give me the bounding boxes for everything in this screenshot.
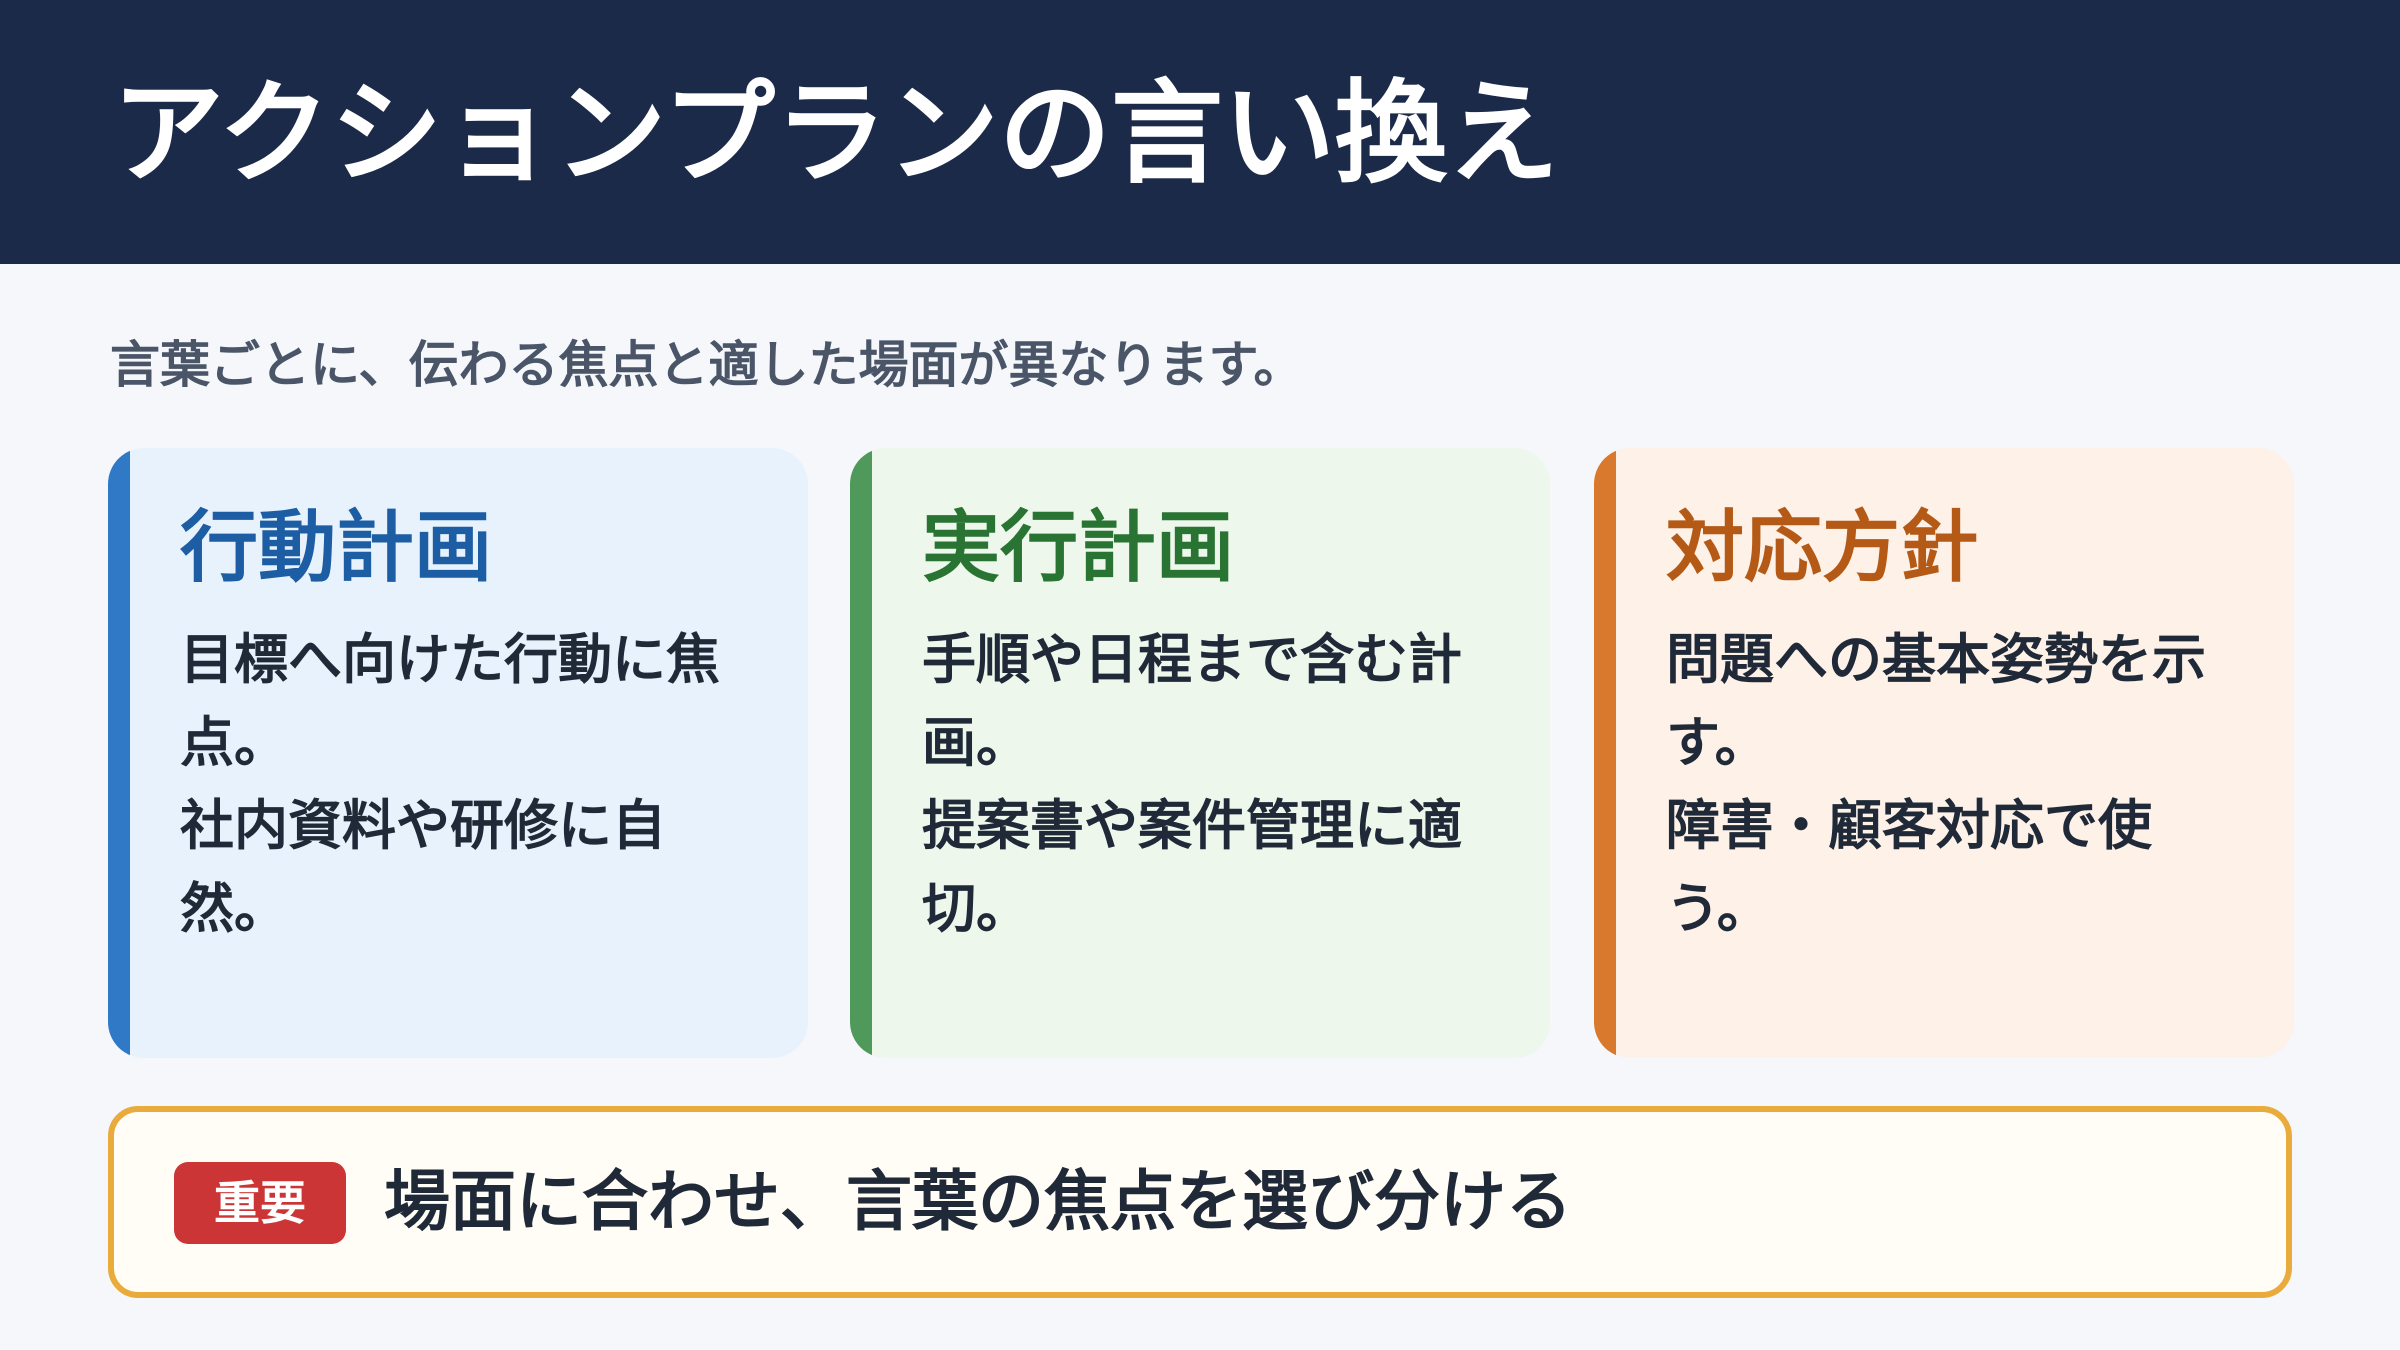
header-bar: アクションプランの言い換え (0, 0, 2400, 264)
card-body: 問題への基本姿勢を示す。 障害・顧客対応で使う。 (1666, 618, 2236, 950)
card-line: 手順や日程まで含む計画。 (922, 628, 1462, 774)
card-accent-bar (850, 448, 872, 1058)
card-body: 手順や日程まで含む計画。 提案書や案件管理に適切。 (922, 618, 1492, 950)
card-response-policy: 対応方針 問題への基本姿勢を示す。 障害・顧客対応で使う。 (1594, 448, 2294, 1058)
key-point-text: 場面に合わせ、言葉の焦点を選び分ける (384, 1163, 1572, 1240)
card-title: 行動計画 (180, 503, 493, 593)
card-line: 提案書や案件管理に適切。 (922, 794, 1462, 940)
card-action-plan: 行動計画 目標へ向けた行動に焦点。 社内資料や研修に自然。 (108, 448, 808, 1058)
card-body: 目標へ向けた行動に焦点。 社内資料や研修に自然。 (180, 618, 750, 950)
card-line: 障害・顧客対応で使う。 (1666, 794, 2152, 940)
page-title: アクションプランの言い換え (112, 69, 1560, 199)
key-point-box: 重要 場面に合わせ、言葉の焦点を選び分ける (108, 1106, 2292, 1298)
important-badge: 重要 (174, 1162, 346, 1244)
card-execution-plan: 実行計画 手順や日程まで含む計画。 提案書や案件管理に適切。 (850, 448, 1550, 1058)
card-accent-bar (1594, 448, 1616, 1058)
card-line: 社内資料や研修に自然。 (180, 794, 666, 940)
card-title: 実行計画 (922, 503, 1235, 593)
card-line: 目標へ向けた行動に焦点。 (180, 628, 720, 774)
page-subtitle: 言葉ごとに、伝わる焦点と適した場面が異なります。 (110, 336, 1304, 394)
card-line: 問題への基本姿勢を示す。 (1666, 628, 2206, 774)
card-title: 対応方針 (1666, 503, 1979, 593)
card-accent-bar (108, 448, 130, 1058)
